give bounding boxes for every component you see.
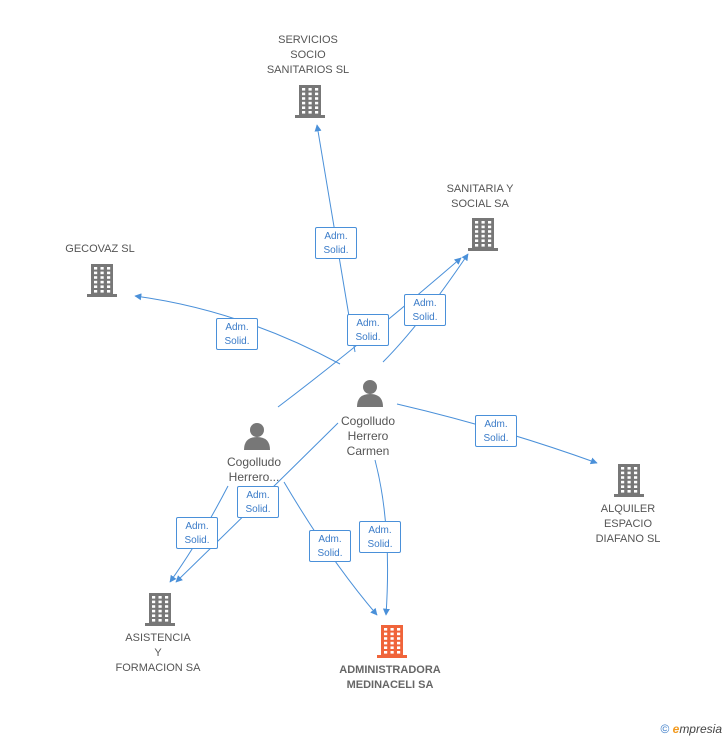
node-label-carmen[interactable]: Cogolludo Herrero Carmen	[340, 414, 396, 458]
edge-label-carmen-to-gecovaz[interactable]: Adm. Solid.	[216, 318, 258, 350]
copyright-symbol: ©	[660, 722, 670, 736]
edge-label-carmen-to-servicios[interactable]: Adm. Solid.	[315, 227, 357, 259]
building-icon-administradora[interactable]	[377, 625, 407, 658]
node-label-sanitaria[interactable]: SANITARIA Y SOCIAL SA	[446, 183, 514, 210]
building-icon-asistencia[interactable]	[145, 593, 175, 626]
edge-label-herrero-to-asistencia[interactable]: Adm. Solid.	[176, 517, 218, 549]
brand-logo-text: mpresia	[679, 722, 722, 736]
node-label-gecovaz[interactable]: GECOVAZ SL	[65, 243, 135, 255]
brand-logo-initial: e	[672, 722, 680, 736]
building-icon-servicios[interactable]	[295, 85, 325, 118]
edge-label-herrero-to-administradora[interactable]: Adm. Solid.	[309, 530, 351, 562]
node-label-herrero[interactable]: Cogolludo Herrero...	[226, 455, 282, 484]
node-label-administradora[interactable]: ADMINISTRADORA MEDINACELI SA	[339, 664, 441, 691]
copyright-footer[interactable]: © empresia	[660, 722, 722, 736]
edge-label-carmen-to-alquiler[interactable]: Adm. Solid.	[475, 415, 517, 447]
icon-layer	[87, 85, 644, 658]
edge-label-herrero-to-sanitaria[interactable]: Adm. Solid.	[347, 314, 389, 346]
building-icon-gecovaz[interactable]	[87, 264, 117, 297]
edge-label-carmen-to-sanitaria[interactable]: Adm. Solid.	[404, 294, 446, 326]
node-label-alquiler[interactable]: ALQUILER ESPACIO DIAFANO SL	[595, 503, 661, 545]
person-icon-carmen[interactable]	[357, 380, 383, 407]
node-label-asistencia[interactable]: ASISTENCIA Y FORMACION SA	[115, 632, 201, 674]
node-label-servicios[interactable]: SERVICIOS SOCIO SANITARIOS SL	[266, 34, 350, 76]
edge-label-carmen-to-administradora[interactable]: Adm. Solid.	[359, 521, 401, 553]
building-icon-sanitaria[interactable]	[468, 218, 498, 251]
building-icon-alquiler[interactable]	[614, 464, 644, 497]
person-icon-herrero[interactable]	[244, 423, 270, 450]
edge-label-carmen-to-asistencia[interactable]: Adm. Solid.	[237, 486, 279, 518]
